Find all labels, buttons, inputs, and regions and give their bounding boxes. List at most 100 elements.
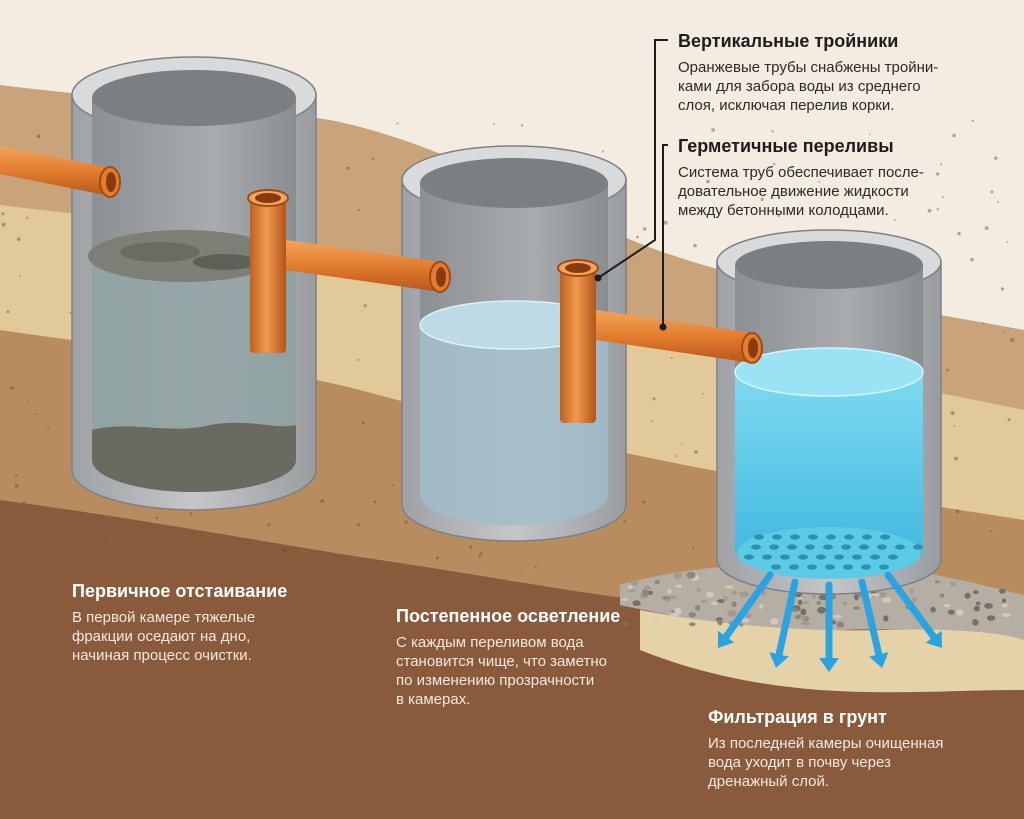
gravel-stone: [739, 623, 744, 627]
perforation-hole: [751, 544, 761, 550]
soil-speck: [25, 216, 29, 219]
drain-arrow-head: [717, 630, 735, 648]
soil-speck: [927, 208, 932, 213]
perforation-holes: [744, 534, 923, 570]
chamber-3-water-surface: [734, 347, 924, 397]
gravel-stone: [949, 581, 956, 587]
callout-line-overflows: [662, 144, 668, 325]
gravel-stone: [801, 621, 811, 626]
soil-speck: [990, 529, 993, 533]
gravel-stone: [870, 593, 880, 597]
soil-speck: [320, 499, 325, 504]
soil-speck: [1, 212, 5, 216]
chamber-1-scum-texture: [193, 254, 257, 270]
soil-speck: [371, 157, 375, 161]
drain-arrow-shaft: [884, 571, 938, 641]
soil-speck: [818, 180, 821, 183]
gravel-stone: [727, 609, 737, 617]
label-sealed-overflows-body: Система труб обеспечивает после- довател…: [678, 164, 924, 219]
gravel-stone: [1001, 603, 1008, 608]
chamber-3-water: [735, 372, 923, 578]
soil-speck: [642, 500, 646, 504]
gravel-stone: [686, 571, 696, 579]
perforation-hole: [862, 534, 872, 540]
gravel-stone: [622, 621, 631, 626]
gravel-stone: [934, 580, 940, 584]
perforation-hole: [780, 554, 790, 560]
perforation-hole: [789, 564, 799, 570]
soil-speck: [22, 501, 25, 504]
soil-speck: [189, 512, 193, 516]
soil-speck: [534, 566, 537, 569]
soil-speck: [941, 196, 944, 199]
perforation-hole: [834, 554, 844, 560]
tee-2-vertical: [560, 268, 596, 423]
soil-speck: [706, 179, 710, 184]
soil-speck: [953, 425, 956, 427]
label-primary-settling-title: Первичное отстаивание: [72, 581, 288, 601]
soil-speck: [692, 546, 695, 549]
soil-speck: [1000, 287, 1005, 291]
soil-speck: [357, 358, 360, 361]
callout-dot-overflows: [659, 323, 667, 331]
soil-speck: [760, 197, 764, 202]
gravel-stone: [647, 590, 654, 595]
soil-speck: [680, 443, 683, 445]
soil-speck: [16, 237, 21, 242]
gravel-stone: [674, 607, 682, 615]
soil-speck: [27, 399, 30, 402]
gravel-stone: [883, 615, 889, 622]
gravel-stone: [911, 596, 917, 603]
label-sealed-overflows-title: Герметичные переливы: [678, 136, 894, 156]
chamber-1-sludge: [92, 422, 296, 492]
soil-speck: [6, 310, 10, 314]
soil-speck: [478, 555, 481, 558]
soil-speck: [711, 127, 715, 132]
soil-speck: [36, 412, 38, 415]
soil-speck: [693, 243, 697, 248]
soil-speck: [936, 207, 939, 211]
gravel-stone: [739, 591, 749, 598]
gravel-stone: [930, 606, 936, 613]
overflow-pipe-2: [596, 310, 752, 363]
soil-speck: [36, 134, 41, 139]
soil-speck: [940, 163, 943, 166]
label-primary-settling: Первичное отстаивание В первой камере тя…: [72, 580, 372, 665]
soil-speck: [396, 122, 399, 125]
perforation-hole: [843, 564, 853, 570]
gravel-stone: [741, 618, 750, 623]
drain-arrow-head: [869, 652, 889, 668]
label-vertical-tees-title: Вертикальные тройники: [678, 31, 899, 51]
label-vertical-tees-body: Оранжевые трубы снабжены тройни- ками дл…: [678, 59, 939, 114]
gravel-stone: [745, 613, 752, 619]
soil-speck: [155, 516, 159, 520]
gravel-stone: [973, 605, 980, 612]
soil-speck: [771, 130, 774, 133]
soil-speck: [982, 322, 985, 325]
perforation-hole: [790, 534, 800, 540]
perforation-hole: [807, 564, 817, 570]
drain-arrow-shaft: [722, 571, 774, 641]
gravel-stone: [643, 585, 651, 591]
soil-speck: [361, 421, 365, 425]
gravel-stone: [701, 599, 707, 603]
gravel-stone: [667, 595, 678, 600]
soil-speck: [990, 190, 994, 194]
gravel-stone: [842, 601, 848, 606]
soil-speck: [248, 551, 251, 554]
perforation-hole: [744, 554, 754, 560]
gravel-stone: [799, 616, 807, 620]
perforation-hole: [880, 534, 890, 540]
gravel-stone: [836, 621, 845, 628]
soil-speck: [19, 275, 22, 278]
perforation-hole: [870, 554, 880, 560]
perforation-hole: [888, 554, 898, 560]
tee-1-top-hole: [255, 193, 281, 203]
gravel-stone: [881, 597, 892, 603]
gravel-stone: [654, 580, 660, 585]
label-gradual-clarification-body: С каждым переливом вода становится чище,…: [396, 634, 607, 708]
perforation-hole: [787, 544, 797, 550]
gravel-stone: [973, 590, 979, 595]
perforation-hole: [816, 554, 826, 560]
